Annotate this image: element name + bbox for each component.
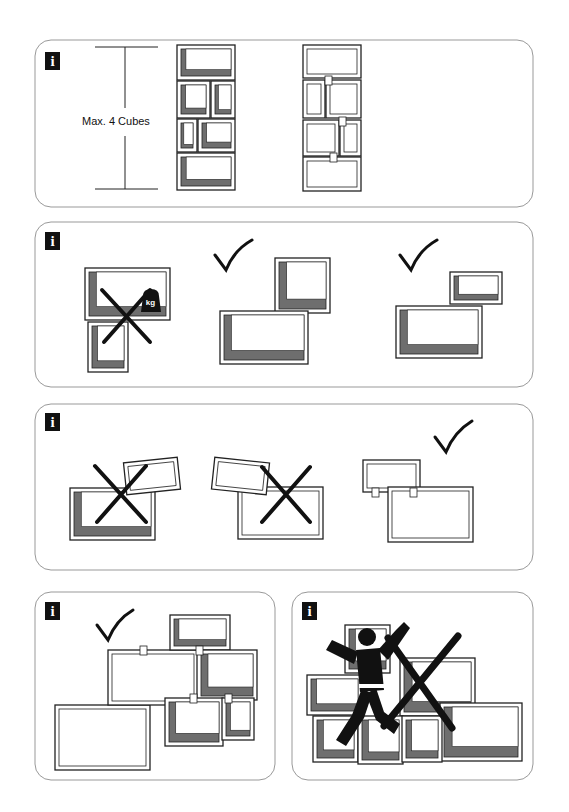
info-icon xyxy=(45,232,60,250)
info-icon-letter: i xyxy=(302,604,317,619)
connector-clip xyxy=(196,646,203,655)
info-icon-letter: i xyxy=(45,604,60,619)
check-mark xyxy=(97,610,133,640)
cross-mark xyxy=(95,466,146,522)
cube-shelf xyxy=(165,698,223,746)
connector-clip xyxy=(410,488,417,497)
cube-shelf xyxy=(222,698,254,740)
connector-clip xyxy=(140,646,147,655)
cube-shelf xyxy=(211,457,269,495)
info-icon-letter: i xyxy=(45,234,60,249)
cube-shelf xyxy=(198,119,235,152)
cube-shelf xyxy=(85,268,170,320)
cube-shelf xyxy=(440,703,522,761)
weight-icon xyxy=(141,289,161,312)
cube-shelf xyxy=(88,322,128,372)
cross-mark xyxy=(262,467,310,522)
info-icon xyxy=(45,602,60,620)
panel xyxy=(35,592,275,780)
connector-clip xyxy=(372,488,379,497)
connector-clip xyxy=(325,76,332,85)
info-icon-letter: i xyxy=(45,54,60,69)
cube-shelf xyxy=(388,487,473,542)
check-mark xyxy=(215,240,252,270)
panel xyxy=(35,222,533,387)
cube-shelf xyxy=(303,120,339,156)
cube-shelf xyxy=(450,272,502,304)
connector-clip xyxy=(225,694,232,703)
cube-shelf xyxy=(396,306,482,358)
cube-shelf xyxy=(211,81,235,118)
cube-shelf xyxy=(303,45,361,78)
cube-shelf xyxy=(55,705,150,770)
cube-shelf xyxy=(303,80,325,118)
cube-shelf xyxy=(238,487,323,539)
panel xyxy=(292,592,533,780)
info-icon-letter: i xyxy=(45,415,60,430)
cube-shelf xyxy=(220,311,308,364)
cube-shelf xyxy=(402,716,442,762)
connector-clip xyxy=(330,153,337,162)
cube-shelf xyxy=(177,119,197,152)
cube-shelf xyxy=(197,650,257,700)
info-icon xyxy=(45,52,60,70)
info-icon xyxy=(45,413,60,431)
cube-shelf xyxy=(123,457,180,494)
cube-shelf xyxy=(275,258,330,313)
climbing-figure xyxy=(326,622,410,746)
check-mark xyxy=(400,240,437,270)
weight-label: kg xyxy=(142,299,159,307)
height-note: Max. 4 Cubes xyxy=(82,116,150,127)
info-icon xyxy=(302,602,317,620)
cube-shelf xyxy=(70,488,155,540)
connector-clip xyxy=(339,117,346,126)
panel xyxy=(35,40,533,207)
cube-shelf xyxy=(307,675,362,715)
cross-mark xyxy=(384,636,458,728)
cube-shelf xyxy=(326,80,361,118)
cube-shelf xyxy=(108,650,198,705)
check-mark xyxy=(435,421,472,452)
cube-shelf xyxy=(177,153,235,190)
cube-shelf xyxy=(177,45,235,80)
cube-shelf xyxy=(177,81,210,118)
cube-shelf xyxy=(170,615,230,650)
panel xyxy=(35,404,533,570)
connector-clip xyxy=(190,694,197,703)
